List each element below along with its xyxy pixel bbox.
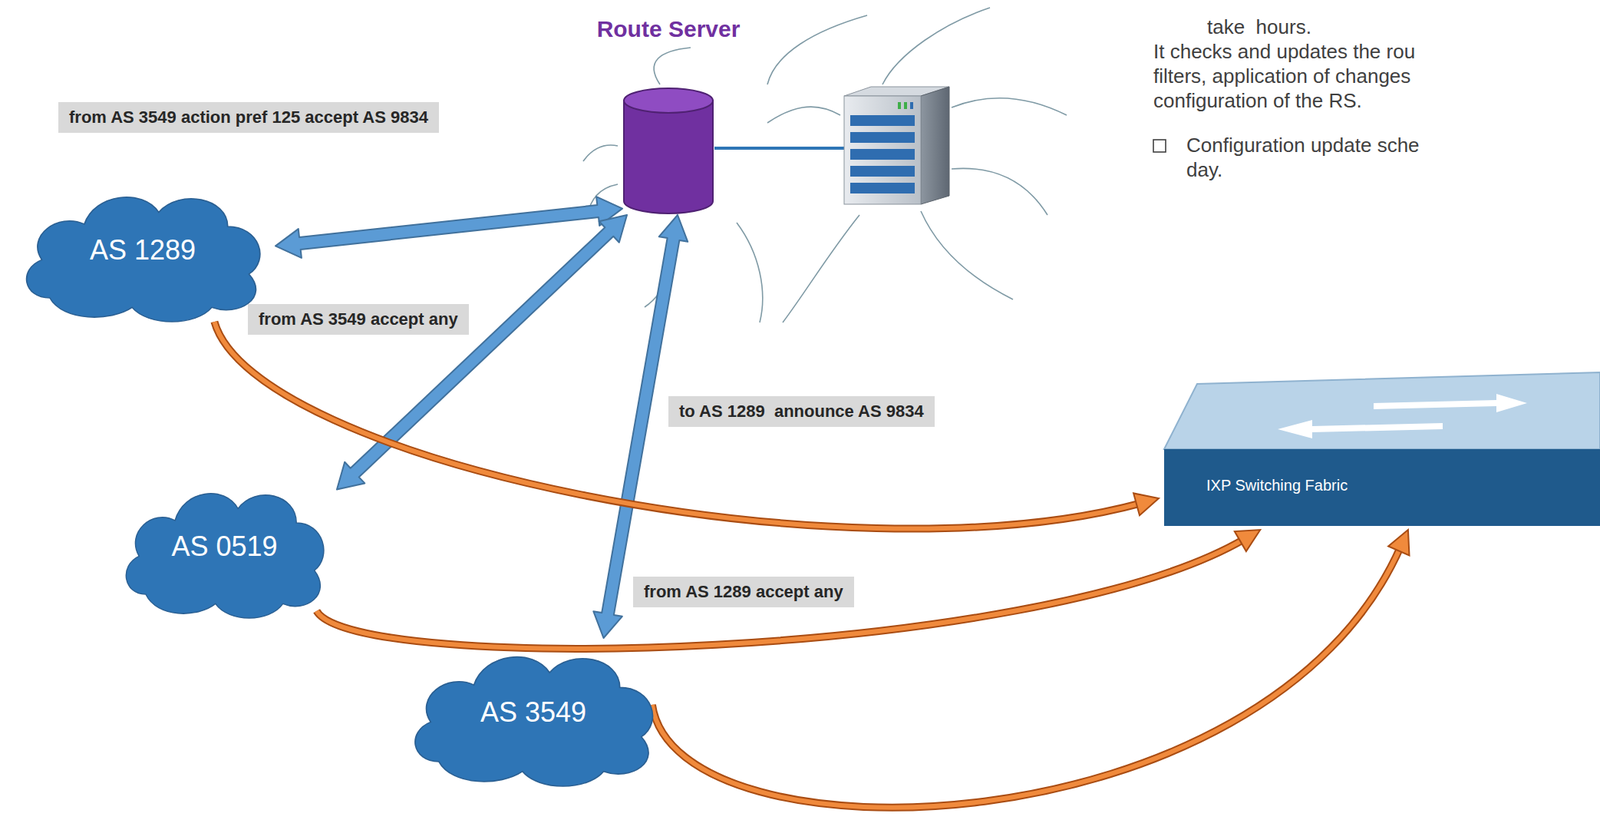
arrow-head xyxy=(1234,529,1261,551)
traffic-arrow-body xyxy=(214,321,1141,529)
node-label: IXP Switching Fabric xyxy=(1206,476,1348,495)
switch-top xyxy=(1164,372,1600,449)
node-label: AS 0519 xyxy=(171,530,278,563)
arrow-head xyxy=(1133,492,1159,515)
policy-label: from AS 3549 action pref 125 accept AS 9… xyxy=(58,102,439,133)
note-text: filters, application of changes xyxy=(1153,64,1411,89)
as-cloud: AS 0519 xyxy=(112,475,337,618)
arrow-head xyxy=(1388,529,1409,556)
policy-label: from AS 3549 accept any xyxy=(247,303,469,335)
peering-arrow xyxy=(275,196,623,258)
traffic-arrow-body xyxy=(316,538,1245,649)
cyl-outline xyxy=(622,86,715,215)
ixp-outline xyxy=(1158,372,1600,530)
cylinder-top xyxy=(623,88,713,113)
traffic-arrow xyxy=(316,529,1261,649)
traffic-arrow xyxy=(652,529,1410,808)
note-text: Configuration update sche xyxy=(1186,133,1420,158)
route-server-database: Route Server xyxy=(622,86,715,215)
note-text: configuration of the RS. xyxy=(1153,89,1363,113)
traffic-arrow-outline xyxy=(316,538,1245,649)
node-heading: Route Server xyxy=(597,16,741,43)
switch-front xyxy=(1164,448,1600,526)
policy-label: from AS 1289 accept any xyxy=(633,576,855,608)
traffic-arrow-outline xyxy=(214,321,1141,529)
switch-arrow xyxy=(1277,419,1443,439)
ixp-switch: IXP Switching Fabric xyxy=(1158,372,1600,530)
network-tentacles xyxy=(583,7,1067,323)
switch-arrow xyxy=(1373,393,1528,413)
note-text: day. xyxy=(1186,158,1223,182)
checkbox-bullet xyxy=(1153,139,1166,152)
peering-arrow xyxy=(336,214,627,490)
server-tower xyxy=(844,86,950,205)
traffic-arrow xyxy=(214,321,1159,529)
cloud-shape xyxy=(415,656,653,786)
note-text: It checks and updates the rou xyxy=(1153,39,1416,64)
server-link xyxy=(714,146,845,150)
cloud-shape xyxy=(26,197,261,322)
node-label: AS 1289 xyxy=(89,234,196,267)
as-cloud: AS 1289 xyxy=(9,178,276,322)
note-text: take hours. xyxy=(1207,15,1312,40)
node-label: AS 3549 xyxy=(480,696,587,729)
policy-label: to AS 1289 announce AS 9834 xyxy=(668,395,935,427)
cloud-shape xyxy=(125,493,324,618)
as-cloud: AS 3549 xyxy=(398,637,669,786)
cylinder-body xyxy=(623,100,713,214)
